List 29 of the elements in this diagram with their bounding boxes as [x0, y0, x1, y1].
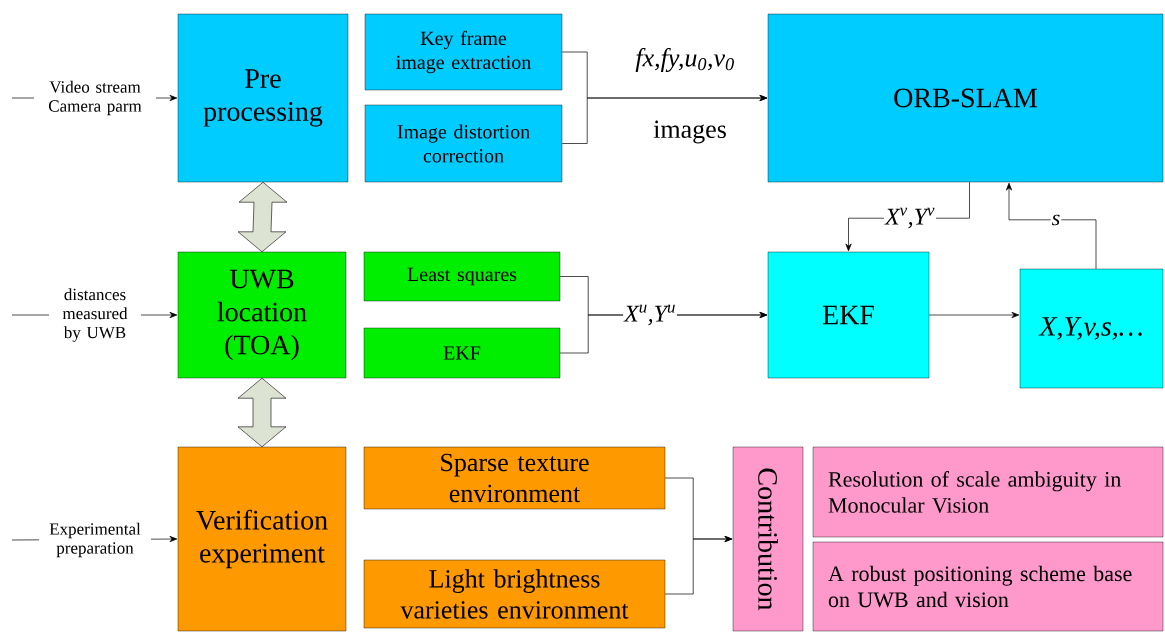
edge-label: distances measured by UWB: [49, 287, 141, 343]
edge-label: images: [652, 119, 728, 145]
edge-label: Experimental preparation: [39, 521, 151, 559]
process-box: Verification experiment: [177, 446, 347, 632]
edge-label: s: [1050, 213, 1062, 227]
arrow: [561, 94, 768, 144]
process-box: UWB location (TOA): [177, 251, 347, 379]
process-box: Pre processing: [177, 13, 349, 183]
edge-label: fx,fy,u$_{0}$,v$_{0}$: [634, 47, 736, 73]
process-box: ORB-SLAM: [767, 13, 1164, 183]
edge-label: Video stream Camera parm: [34, 79, 156, 117]
process-box: EKF: [767, 251, 930, 379]
process-box: Image distortion correction: [364, 104, 563, 183]
output-box: X,Y,v,s,…: [1019, 268, 1164, 389]
result-box: A robust positioning scheme base on UWB and vision: [812, 541, 1164, 632]
process-box: Light brightness varieties environment: [363, 559, 666, 629]
process-box: Least squares: [363, 251, 561, 302]
process-box: EKF: [363, 327, 561, 379]
double-arrow: [237, 181, 288, 253]
heading-box: Contribution: [732, 446, 804, 632]
edge-label: X$^{v}$,Y$^{v}$: [884, 206, 936, 230]
arrow: [928, 311, 1020, 319]
double-arrow: [237, 377, 287, 448]
arrow: [1005, 182, 1097, 270]
process-box: Sparse texture environment: [363, 446, 666, 510]
result-box: Resolution of scale ambiguity in Monocular Vision: [812, 446, 1164, 538]
arrow: [664, 535, 733, 595]
edge-label: X$^{u}$,Y$^{u}$: [623, 303, 677, 327]
process-box: Key frame image extraction: [364, 13, 563, 91]
